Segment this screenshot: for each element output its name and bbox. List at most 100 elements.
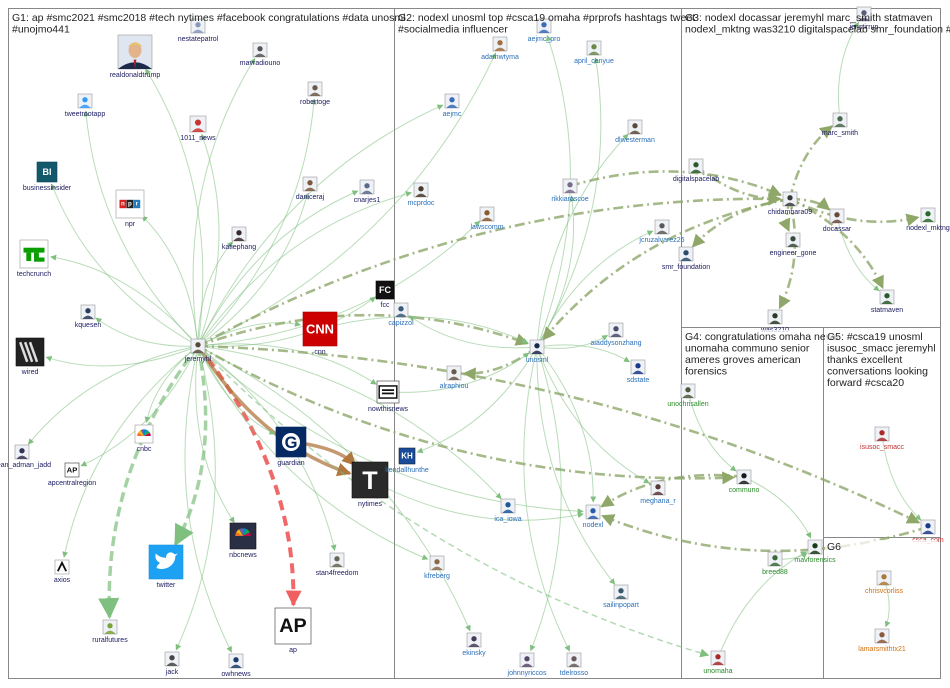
group-label-g1: G1: ap #smc2021 #smc2018 #tech nytimes #…: [12, 12, 405, 36]
node-daniceraj: daniceraj: [296, 176, 325, 201]
avatar-icon: [856, 6, 872, 22]
edge-jeremyhl-mcprdoc: [197, 191, 412, 347]
node-realdonaldtrump: realdonaldtrump: [110, 34, 161, 79]
group-label-g3: G3: nodexl docassar jeremyhl marc_smith …: [685, 12, 950, 36]
node-sailinpopart: sailinpopart: [603, 584, 639, 609]
portrait-icon: [117, 34, 153, 70]
node-label: katiephang: [222, 244, 256, 251]
node-label: jcruzalvarez26: [638, 237, 684, 244]
avatar-icon: [393, 302, 409, 318]
edge-chrisvcorliss-lamarsmithtx21: [883, 577, 891, 628]
edge-unochrisallen-communo: [687, 390, 737, 472]
node-label: kendallhunthe: [385, 467, 429, 474]
node-mavradiouno: mavradiouno: [240, 42, 280, 67]
group-label-line: G1: ap #smc2021 #smc2018 #tech nytimes #…: [12, 12, 405, 24]
avatar-icon: [446, 365, 462, 381]
nowthis-logo-icon: [376, 380, 400, 404]
node-label: engineer_gone: [770, 250, 817, 257]
edges: [27, 21, 929, 659]
edge-jeremyhl-twitter: [173, 345, 208, 547]
svg-text:r: r: [136, 201, 139, 208]
node-label: smr_foundation: [662, 264, 710, 271]
avatar-icon: [329, 552, 345, 568]
node-label: aejmc: [443, 111, 462, 118]
avatar-icon: [444, 93, 460, 109]
node-twitter: twitter: [148, 544, 184, 589]
node-label: digitalspacelab: [673, 176, 719, 183]
bi-logo-icon: BI: [36, 161, 58, 183]
avatar-icon: [627, 119, 643, 135]
node-label: communo: [729, 487, 760, 494]
node-april_cenyue: april_cenyue: [574, 40, 614, 65]
node-label: stan4freedom: [316, 570, 359, 577]
group-panels: [8, 8, 941, 679]
node-label: ica_iowa: [494, 516, 521, 523]
edge-jeremyhl-csca_com: [197, 344, 921, 524]
avatar-icon: [479, 206, 495, 222]
node-label: aiaddysonzhang: [591, 340, 642, 347]
node-nbcnews: nbcnews: [229, 522, 257, 559]
avatar-icon: [613, 584, 629, 600]
avatar-icon: [190, 18, 206, 34]
node-label: johnnyriccos: [507, 670, 547, 677]
node-label: techcrunch: [17, 271, 51, 278]
edge-jeremyhl-guardian: [197, 345, 276, 435]
node-aejmc: aejmc: [443, 93, 462, 118]
edge-jeremyhl-lawscomm: [197, 220, 481, 347]
avatar-icon: [302, 176, 318, 192]
edge-unosml-dlwesterman: [536, 133, 629, 348]
avatar-icon: [529, 339, 545, 355]
tc-logo-icon: [19, 239, 49, 269]
node-jeremyhl: jeremyhl: [184, 338, 212, 363]
svg-text:n: n: [121, 201, 125, 208]
avatar-icon: [189, 115, 207, 133]
edge-jeremyhl-ruralfutures: [98, 344, 200, 620]
edge-unosml-kendallhunthe: [416, 346, 538, 454]
node-wired: wired: [15, 337, 45, 376]
node-label: mavforensics: [794, 557, 836, 564]
guardian-logo-icon: G: [275, 426, 307, 458]
group-label-line: ameres groves american: [685, 354, 801, 366]
group-label-line: unomaha communo senior: [685, 343, 810, 355]
edge-jeremyhl-kfreberg: [197, 345, 429, 560]
edge-marc_smith-jenstirrup: [838, 21, 860, 121]
node-label: unosml: [526, 357, 549, 364]
node-label: adamwtyma: [481, 54, 519, 61]
node-capizzol: capizzol: [388, 302, 414, 327]
edge-communo-mavforensics: [743, 476, 812, 539]
edge-chidambara09-nodexl_mktng: [789, 197, 920, 227]
node-smr_foundation: smr_foundation: [662, 246, 710, 271]
edge-jeremyhl-robertoge: [197, 98, 317, 347]
node-jenstirrup: jenstirrup: [849, 6, 878, 31]
edge-jeremyhl-communo: [197, 344, 736, 485]
node-label: kfreberg: [424, 573, 450, 580]
edge-jeremyhl-fcc: [197, 296, 376, 348]
edge-unosml-april_cenyue: [536, 57, 602, 348]
node-label: meghana_r: [640, 498, 676, 505]
avatar-icon: [228, 653, 244, 669]
edge-jeremyhl-wired: [45, 345, 199, 367]
edge-unosml-tdelrosso: [523, 346, 570, 652]
node-label: realdonaldtrump: [110, 72, 161, 79]
node-label: sdstate: [627, 377, 650, 384]
axios-logo-icon: [54, 559, 70, 575]
node-label: businessinsider: [23, 185, 72, 192]
group-label-line: thanks excellent: [827, 354, 902, 366]
node-label: fcc: [381, 302, 390, 309]
avatar-icon: [650, 480, 666, 496]
edge-jeremyhl-axios: [62, 345, 199, 558]
edge-nytimes-nodexl: [369, 479, 584, 521]
avatar-icon: [231, 226, 247, 242]
group-label-backing: [825, 330, 937, 390]
avatar-icon: [874, 628, 890, 644]
nodes: nestatepatrolrealdonaldtrumpmavradiounot…: [0, 6, 950, 678]
node-label: kquesen: [75, 322, 102, 329]
node-label: marc_smith: [822, 130, 858, 137]
node-rikkiaroscoe: rikkiaroscoe: [551, 178, 589, 203]
avatar-icon: [920, 207, 936, 223]
node-mcprdoc: mcprdoc: [408, 182, 435, 207]
edge-docassar-statmaven: [836, 215, 880, 292]
edge-jeremyhl-dean_adman_jadd: [27, 345, 199, 445]
